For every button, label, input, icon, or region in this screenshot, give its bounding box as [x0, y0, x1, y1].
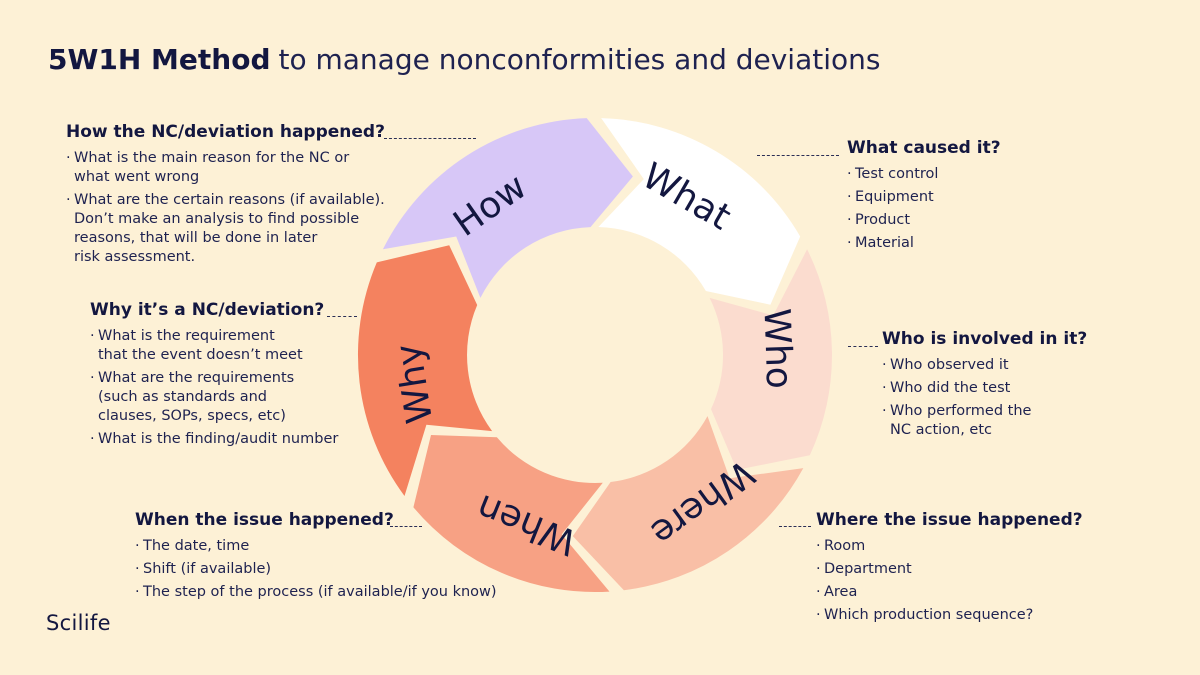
segment-label-who: Who — [756, 308, 800, 390]
block-when-item: The date, time — [135, 537, 497, 556]
title-rest: to manage nonconformities and deviations — [278, 43, 881, 76]
segment-when — [413, 435, 610, 593]
leader-how — [384, 138, 476, 139]
block-where-item: Which production sequence? — [816, 606, 1083, 625]
leader-where — [779, 526, 811, 527]
block-what-item: Product — [847, 211, 1001, 230]
title-bold: 5W1H Method — [48, 43, 271, 76]
block-where-item: Area — [816, 583, 1083, 602]
block-when-item: The step of the process (if available/if… — [135, 583, 497, 602]
block-how-item: What are the certain reasons (if availab… — [66, 191, 385, 267]
segment-how — [382, 118, 633, 298]
block-why-item: What is the finding/audit number — [90, 430, 338, 449]
block-how-item: What is the main reason for the NC or wh… — [66, 149, 385, 187]
block-when: When the issue happened? The date, time … — [135, 509, 497, 606]
scilife-logo: Scilife — [46, 611, 111, 635]
block-where-item: Department — [816, 560, 1083, 579]
block-who-item: Who observed it — [882, 356, 1087, 375]
block-why-item: What are the requirements (such as stand… — [90, 369, 338, 426]
segment-why — [357, 245, 493, 496]
block-what-item: Equipment — [847, 188, 1001, 207]
block-why: Why it’s a NC/deviation? What is the req… — [90, 299, 338, 453]
block-who-item: Who did the test — [882, 379, 1087, 398]
block-where-heading: Where the issue happened? — [816, 510, 1083, 530]
block-what-heading: What caused it? — [847, 138, 1001, 158]
block-why-heading: Why it’s a NC/deviation? — [90, 300, 325, 320]
leader-when — [390, 526, 422, 527]
block-what-item: Material — [847, 234, 1001, 253]
block-who-item: Who performed the NC action, etc — [882, 402, 1087, 440]
block-when-item: Shift (if available) — [135, 560, 497, 579]
block-who: Who is involved in it? Who observed it W… — [882, 328, 1087, 444]
block-when-heading: When the issue happened? — [135, 510, 394, 530]
leader-who — [848, 346, 878, 347]
block-how: How the NC/deviation happened? What is t… — [66, 121, 385, 271]
leader-what — [757, 155, 839, 156]
block-why-item: What is the requirement that the event d… — [90, 327, 338, 365]
segment-where — [572, 416, 804, 591]
block-where: Where the issue happened? Room Departmen… — [816, 509, 1083, 629]
block-who-heading: Who is involved in it? — [882, 329, 1088, 349]
block-how-heading: How the NC/deviation happened? — [66, 122, 385, 142]
segment-who — [709, 249, 833, 470]
leader-why — [327, 316, 357, 317]
segment-what — [598, 118, 801, 305]
block-what: What caused it? Test control Equipment P… — [847, 137, 1001, 257]
block-what-item: Test control — [847, 165, 1001, 184]
block-where-item: Room — [816, 537, 1083, 556]
